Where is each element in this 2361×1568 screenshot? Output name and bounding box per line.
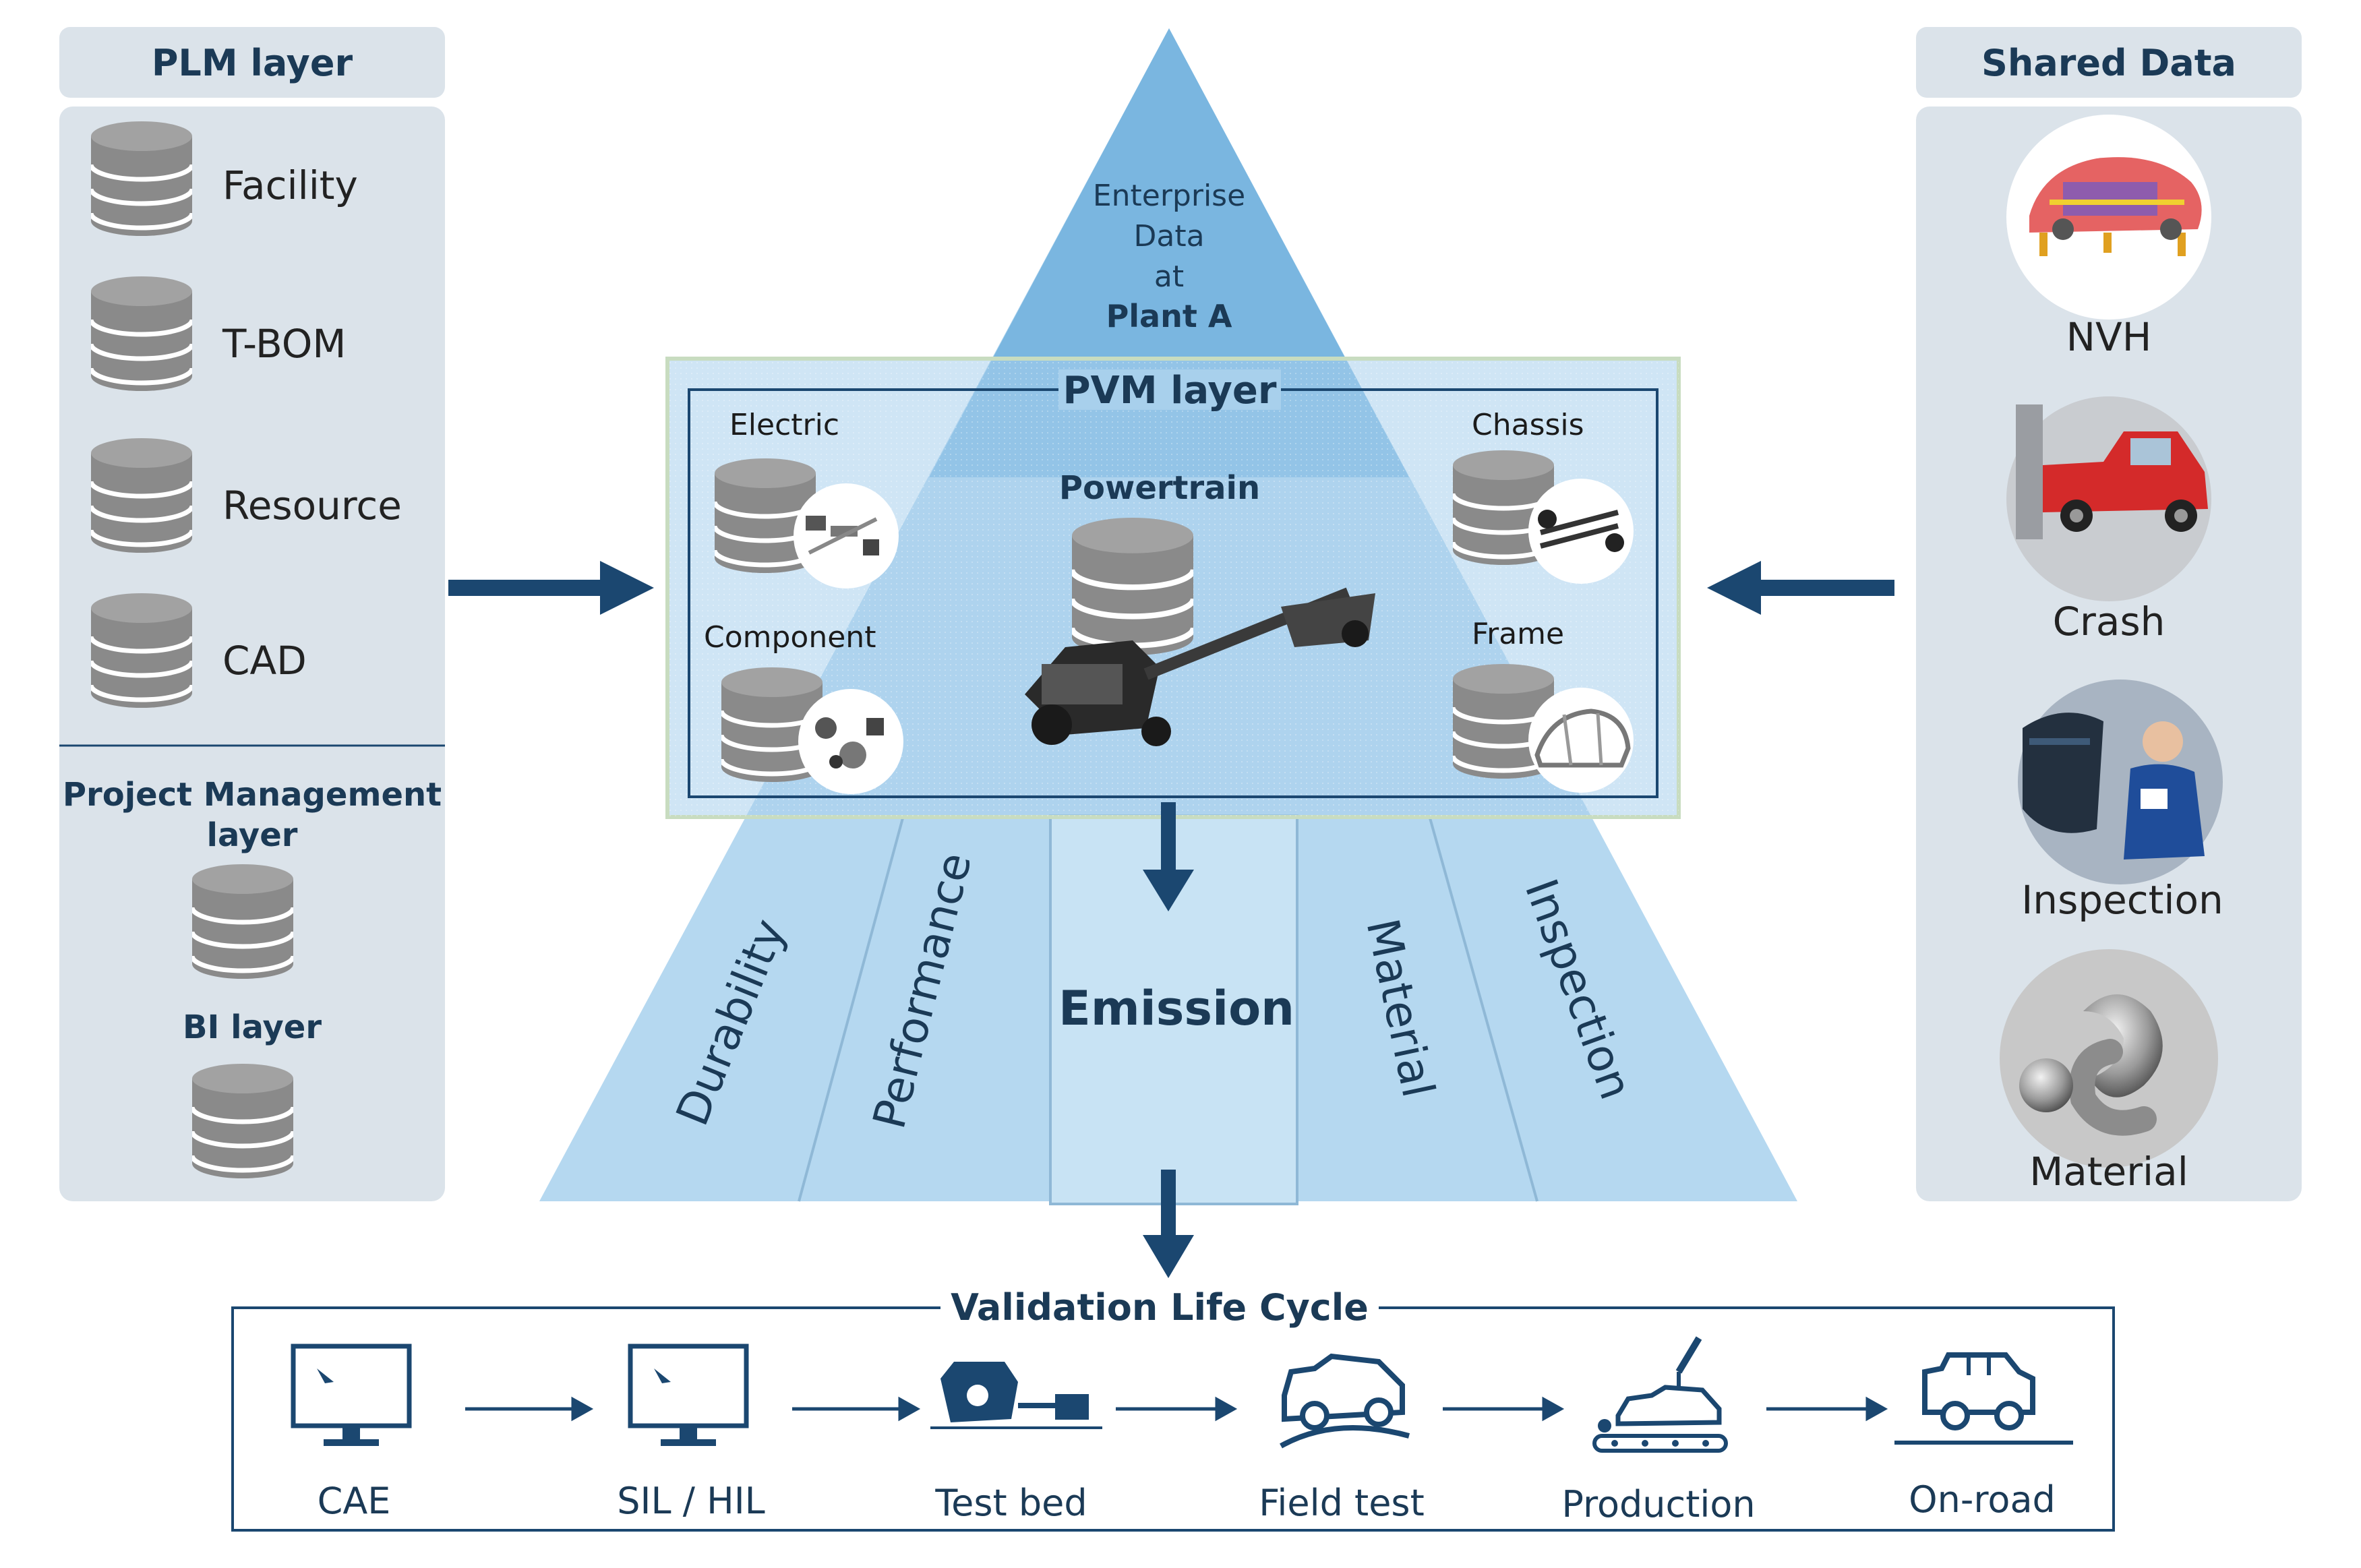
database-icon [1072, 518, 1193, 655]
svg-text:Field test: Field test [1259, 1482, 1425, 1524]
svg-text:T-BOM: T-BOM [222, 321, 346, 367]
svg-text:Electric: Electric [729, 408, 839, 442]
svg-text:NVH: NVH [2066, 314, 2152, 360]
svg-text:Production: Production [1561, 1483, 1755, 1526]
step-production: Production [1561, 1336, 1756, 1526]
database-icon [91, 593, 192, 708]
chassis-image [1538, 510, 1624, 552]
material-metal-image [2019, 994, 2163, 1136]
bi-layer: BI layer [183, 1008, 322, 1178]
nvh-car-image [2029, 157, 2202, 256]
svg-text:CAD: CAD [222, 638, 307, 684]
svg-text:Material: Material [2029, 1149, 2188, 1195]
svg-text:Facility: Facility [222, 162, 358, 208]
svg-text:Inspection: Inspection [2021, 877, 2223, 923]
electric-parts-image [806, 516, 879, 555]
validation-life-cycle: Validation Life Cycle CAE [231, 1284, 2115, 1532]
database-icon [91, 121, 192, 236]
database-icon [192, 1064, 293, 1178]
svg-text:Frame: Frame [1472, 617, 1564, 651]
component-parts-image [815, 717, 884, 768]
step-on-road: On-road [1894, 1352, 2073, 1521]
svg-text:Crash: Crash [2053, 599, 2165, 644]
plm-item-cad: CAD [91, 593, 307, 708]
monitor-icon [628, 1344, 749, 1446]
svg-text:Chassis: Chassis [1472, 408, 1584, 442]
engine-icon [930, 1362, 1102, 1429]
pvm-module-electric: Electric [715, 408, 899, 589]
validation-title: Validation Life Cycle [951, 1286, 1369, 1329]
arrow-down-icon [1143, 802, 1194, 911]
suv-icon [1280, 1353, 1410, 1449]
pvm-layer: PVM layer Electric Chassis Powertra [665, 357, 1681, 819]
pvm-module-component: Component [704, 620, 903, 794]
step-field-test: Field test [1259, 1353, 1425, 1524]
svg-text:SIL / HIL: SIL / HIL [617, 1480, 765, 1522]
shared-item-inspection: Inspection [2018, 680, 2223, 923]
project-management-layer: Project Management layer [63, 776, 442, 979]
shared-item-nvh: NVH [2006, 115, 2211, 360]
car-icon [1894, 1352, 2073, 1445]
pyramid-apex-label: Enterprise Data at Plant A [1093, 179, 1245, 334]
database-icon [192, 864, 293, 979]
step-cae: CAE [291, 1344, 412, 1522]
arrow-down-icon [1143, 1170, 1194, 1278]
pvm-module-frame: Frame [1453, 617, 1634, 793]
crash-truck-image [2016, 404, 2208, 539]
shared-title: Shared Data [1981, 42, 2236, 84]
step-sil-hil: SIL / HIL [617, 1344, 765, 1522]
svg-text:Data: Data [1133, 219, 1204, 253]
shared-data-panel: Shared Data NVH [1916, 27, 2302, 1201]
plm-title: PLM layer [152, 42, 353, 84]
svg-text:Enterprise: Enterprise [1093, 179, 1245, 213]
step-test-bed: Test bed [930, 1362, 1102, 1524]
svg-text:Resource: Resource [222, 483, 402, 529]
pvm-module-powertrain: Powertrain [1025, 469, 1375, 746]
arrow-right-icon [448, 561, 654, 615]
bi-title: BI layer [183, 1008, 322, 1046]
frame-body-image [1534, 708, 1631, 768]
database-icon [91, 438, 192, 553]
pvm-title: PVM layer [1063, 369, 1277, 413]
plm-item-facility: Facility [91, 121, 358, 236]
plm-item-resource: Resource [91, 438, 402, 553]
database-icon [91, 276, 192, 391]
segment-emission: Emission [1058, 981, 1294, 1036]
svg-text:On-road: On-road [1909, 1478, 2056, 1521]
pm-title-line2: layer [207, 816, 298, 854]
pvm-module-chassis: Chassis [1453, 408, 1634, 584]
inspection-worker-image [2023, 713, 2205, 860]
svg-text:Plant A: Plant A [1106, 298, 1232, 334]
factory-robot-icon [1592, 1336, 1728, 1453]
svg-text:CAE: CAE [318, 1480, 391, 1522]
arrow-left-icon [1707, 561, 1894, 615]
shared-item-material: Material [2000, 949, 2218, 1195]
shared-item-crash: Crash [2006, 396, 2211, 644]
svg-text:Test bed: Test bed [934, 1482, 1087, 1524]
svg-text:Component: Component [704, 620, 876, 655]
powertrain-image [1025, 587, 1375, 746]
svg-text:Powertrain: Powertrain [1059, 469, 1260, 507]
pm-title-line1: Project Management [63, 776, 442, 814]
svg-text:at: at [1154, 260, 1184, 294]
monitor-icon [291, 1344, 412, 1446]
plm-panel: PLM layer Facility T-BOM Resource CAD Pr… [59, 27, 445, 1201]
plm-item-tbom: T-BOM [91, 276, 346, 391]
